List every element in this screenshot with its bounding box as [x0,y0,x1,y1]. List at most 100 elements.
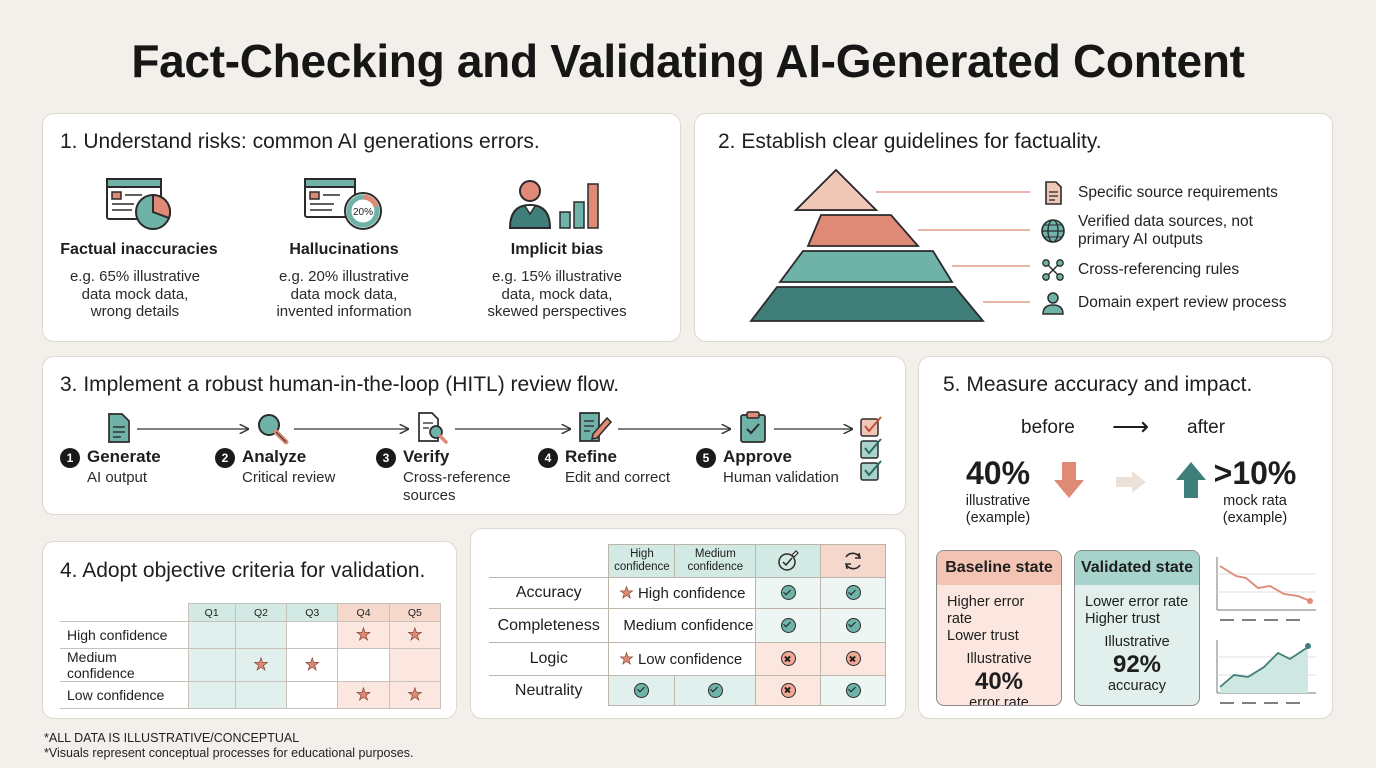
guidelines-pyramid [749,168,1030,322]
card-criteria-title: 4. Adopt objective criteria for validati… [60,559,426,582]
star-icon: ★ [619,585,634,603]
arrow-down-icon [1054,462,1084,498]
guideline-item-sources: Specific source requirements [1040,180,1278,206]
error-desc-bias: e.g. 15% illustrative data, mock data, s… [487,268,627,320]
star-icon: ★ [355,685,372,705]
arrow-right-icon [1116,471,1146,493]
network-icon [1042,259,1064,281]
step-title-refine: Refine [565,447,617,466]
guideline-item-crossref: Cross-referencing rules [1040,257,1239,283]
check-circle-icon [634,682,650,698]
pyramid-level-1-top [793,168,879,211]
after-label: after [1187,417,1226,438]
validated-state-panel: Validated state Lower error rate Higher … [1074,550,1200,706]
before-value: 40% [965,455,1031,491]
checklist-icon [860,416,882,481]
baseline-state-title: Baseline state [937,551,1061,585]
after-value: >10% [1213,455,1297,491]
edit-document-icon [579,412,613,442]
error-desc-factual: e.g. 65% illustrative data mock data, wr… [69,268,201,320]
star-icon: ★ [304,655,320,675]
star-icon: ★ [407,625,423,645]
browser-gauge-icon: 20% [304,178,382,230]
flow-arrow: ⟶ [1112,411,1150,441]
page-title: Fact-Checking and Validating AI-Generate… [131,35,1245,87]
cross-circle-icon [780,682,796,698]
error-name-hallucinations: Hallucinations [289,241,399,258]
criteria-col-q1: Q1 [187,603,236,622]
criteria-table: Q1 Q2 Q3 Q4 Q5 High confidence ★ ★ Mediu… [60,603,442,709]
check-circle-icon [845,682,861,698]
pyramid-level-2 [806,214,920,247]
person-icon [1042,292,1064,315]
cross-circle-icon [780,651,796,667]
step-sub-analyze: Critical review [242,469,336,486]
matrix-header-edit [755,544,822,578]
criteria-col-q2: Q2 [234,603,288,622]
step-sub-approve: Human validation [723,469,839,486]
error-desc-hallucinations: e.g. 20% illustrative data mock data, in… [276,268,412,320]
clipboard-check-icon [740,411,766,443]
before-label: before [1021,417,1075,438]
arrow-up-icon [1176,462,1206,498]
validated-state-title: Validated state [1075,551,1199,585]
step-title-approve: Approve [723,447,792,466]
star-icon: ★ [355,625,372,645]
step-number-5: 5 [696,448,716,468]
step-number-1: 1 [60,448,80,468]
step-number-3: 3 [376,448,396,468]
edit-check-icon [778,550,800,571]
person-bar-chart-icon [508,180,599,229]
check-circle-icon [780,585,796,601]
refresh-icon [845,552,861,570]
step-sub-generate: AI output [87,469,148,486]
step-number-2: 2 [215,448,235,468]
matrix-header-refresh [820,544,886,578]
criteria-col-q5: Q5 [388,603,442,622]
star-icon: ★ [619,651,634,669]
card-measure-title: 5. Measure accuracy and impact. [943,373,1253,396]
criteria-col-q4: Q4 [337,603,390,622]
step-sub-refine: Edit and correct [565,469,671,486]
star-icon: ★ [253,655,269,675]
after-sub: mock rata(example) [1222,493,1288,526]
globe-icon [1041,219,1065,243]
card-hitl [42,356,906,515]
criteria-col-q3: Q3 [286,603,339,622]
check-circle-icon [707,682,723,698]
before-sub: illustrative(example) [965,493,1031,526]
gauge-label: 20% [353,207,373,218]
rising-trend-chart [1216,640,1316,704]
criteria-row-label: High confidence [60,621,189,649]
error-name-bias: Implicit bias [510,241,604,258]
baseline-value: 40% [974,668,1024,695]
criteria-row-label: Medium confidence [60,648,189,682]
matrix-row-label: Logic [489,642,610,676]
matrix-row-label: Completeness [489,608,610,643]
pyramid-level-3 [778,250,954,283]
check-circle-icon [845,617,861,633]
document-icon [1045,181,1062,205]
card-guidelines-title: 2. Establish clear guidelines for factua… [718,130,1102,153]
step-number-4: 4 [538,448,558,468]
error-name-factual: Factual inaccuracies [60,241,218,258]
flow-arrows [137,420,900,440]
matrix-row-label: Neutrality [489,675,610,706]
check-circle-icon [845,585,861,601]
card-risks-title: 1. Understand risks: common AI generatio… [60,130,540,153]
baseline-state-panel: Baseline state Higher error rate Lower t… [936,550,1062,706]
pyramid-level-4 [749,286,985,322]
document-search-icon [418,412,448,444]
footnote-conceptual: *Visuals represent conceptual processes … [44,746,414,760]
validated-value: 92% [1112,651,1162,678]
step-title-analyze: Analyze [242,447,307,466]
magnifier-icon [258,414,289,445]
declining-trend-chart [1216,557,1316,621]
guideline-item-expert: Domain expert review process [1040,290,1286,316]
matrix-row-label: Accuracy [489,577,610,609]
step-title-generate: Generate [87,447,161,466]
